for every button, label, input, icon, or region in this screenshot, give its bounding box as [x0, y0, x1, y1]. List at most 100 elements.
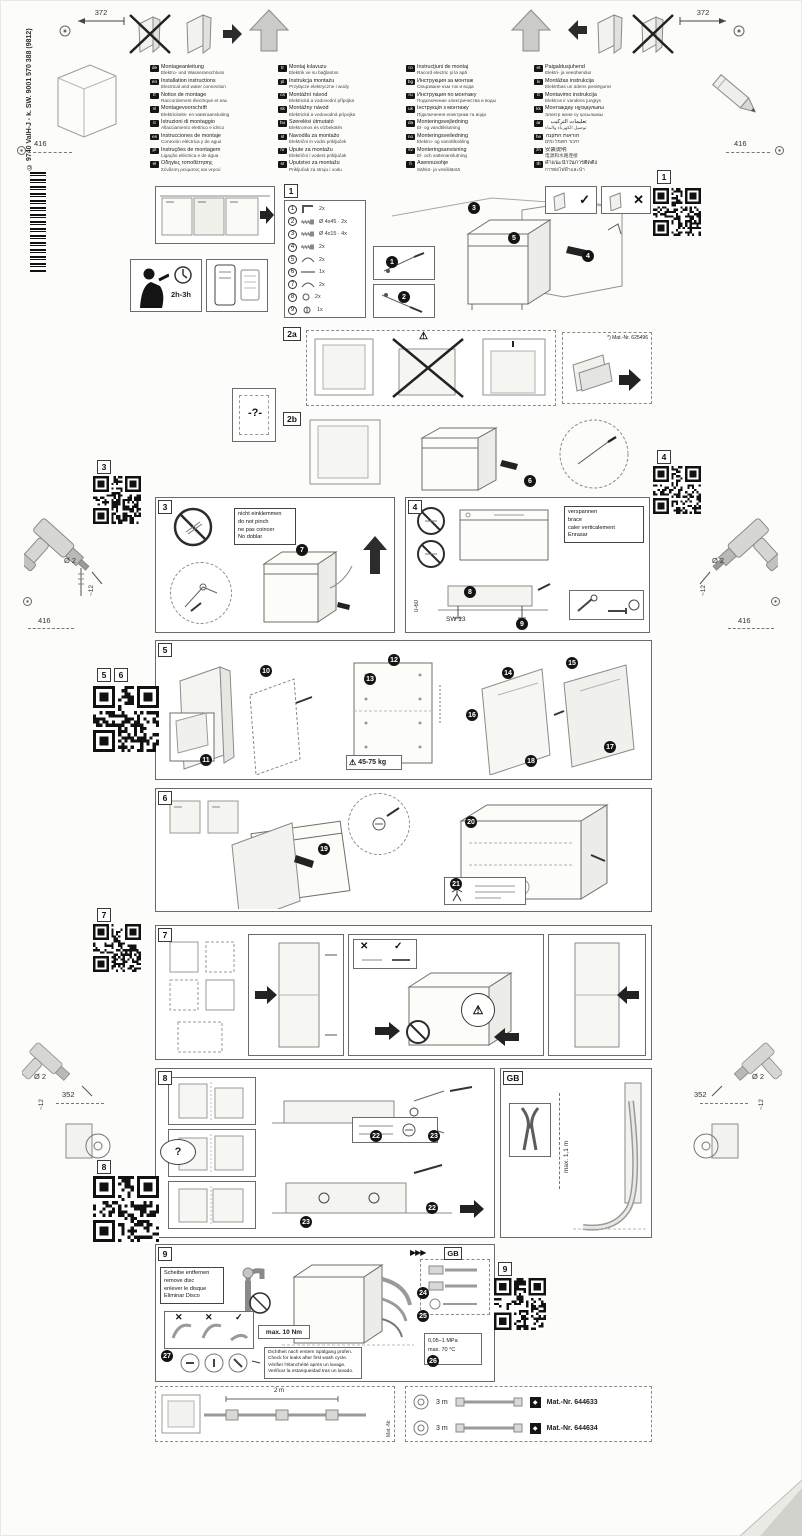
screw-depth-label: ~12	[88, 584, 95, 596]
callout-17: 17	[604, 741, 616, 753]
fittings-mini-list	[420, 1259, 490, 1315]
language-title: Monteringsvejledning	[417, 119, 468, 126]
part-spec: 1x	[319, 269, 325, 276]
step-1-margin-number: 1	[657, 170, 671, 184]
warning-icon: ⚠	[349, 758, 357, 767]
language-title: הוראות התקנה	[545, 132, 580, 139]
callout-1: 1	[386, 256, 398, 268]
language-title: تعليمات التركيب	[550, 119, 587, 126]
language-code-badge: hr	[278, 147, 287, 155]
drill-diameter-label: Ø 2	[34, 1072, 47, 1081]
dimension-416-mid-right: 416	[738, 616, 751, 625]
tools-box	[569, 590, 644, 620]
language-code-badge: nl	[150, 106, 159, 113]
dimension-372-right: 372	[678, 8, 728, 25]
language-title: Instrucciones de montaje	[161, 132, 221, 139]
dimension-line	[28, 152, 72, 153]
parts-list-row: 4 2x	[288, 241, 362, 254]
language-title: Instrucţiuni de montaj	[417, 64, 469, 70]
callout-8: 8	[464, 586, 476, 598]
arrow-left-icon	[568, 20, 587, 40]
callout-18: 18	[525, 755, 537, 767]
language-code-badge: el	[150, 161, 159, 168]
language-subtitle: Elektriciteits- en wateraansluiting	[161, 111, 230, 117]
callout-26: 26	[427, 1355, 439, 1367]
install-time-label: 2h-3h	[171, 290, 192, 299]
dimension-line	[728, 628, 774, 629]
part-number: 4	[288, 242, 297, 252]
drill-icon-right	[699, 518, 778, 585]
clip-icon	[300, 281, 316, 289]
language-subtitle: การต่อไฟฟ้าและน้ำ	[545, 166, 585, 172]
do-not-pinch-icon	[173, 507, 213, 547]
wrong-panel-figure-left	[129, 14, 242, 54]
language-title: Montavimo instrukcija	[545, 91, 597, 98]
registration-mark-icon	[23, 597, 32, 606]
cross-icon: ✕	[360, 941, 369, 952]
language-title: Montagevoorschrift	[161, 105, 207, 112]
registration-mark-icon	[17, 146, 26, 155]
language-subtitle: Elektros ir vandens jungtys	[545, 97, 602, 103]
screw-depth-icon	[78, 568, 84, 596]
callout-2: 2	[398, 291, 410, 303]
pencil-icon	[712, 74, 757, 113]
gb-panel-label: GB	[503, 1071, 523, 1085]
part-number: 9	[288, 305, 297, 315]
check-icon: ✓	[394, 941, 403, 952]
step-8-margin-number: 8	[97, 1160, 111, 1174]
dimension-line	[56, 1103, 104, 1104]
language-title: Upute za montažu	[289, 146, 333, 153]
rear-hoses-figure	[282, 1264, 414, 1346]
up-arrow-icon-left	[248, 9, 290, 52]
step-9-margin-number: 9	[498, 1262, 512, 1276]
door-strip-box-left	[248, 934, 344, 1056]
callout-12: 12	[388, 654, 400, 666]
fast-forward-icon: ▶▶▶	[410, 1248, 427, 1257]
language-title: Монтаждау нұсқаулығы	[545, 105, 604, 112]
extension-matnr-label: Mat.-Nr.	[386, 1419, 392, 1437]
language-title: Instruções de montagem	[161, 146, 221, 153]
step-8-number: 8	[158, 1071, 172, 1085]
part-number: 2	[288, 217, 297, 227]
screw-depth-label: ~12	[758, 1098, 765, 1110]
qr-code-step-7	[93, 924, 141, 972]
extension-length-label: 2 m	[274, 1388, 285, 1394]
step-3-figure	[262, 551, 353, 623]
hinge-detail-inset	[170, 562, 232, 624]
correct-panel-box: ✓	[545, 186, 597, 214]
part-spec: 2x	[319, 244, 325, 251]
registration-mark-icon	[775, 146, 784, 155]
callout-11: 11	[200, 754, 212, 766]
step-2b-number: 2b	[283, 412, 301, 426]
language-title: Asennusohje	[417, 160, 449, 167]
language-title: Instrukcja montażu	[289, 77, 335, 84]
language-code-badge: sr	[278, 161, 287, 168]
cabinet-corner-sketch	[57, 64, 117, 138]
language-title: Montāžas instrukcija	[545, 77, 594, 84]
language-code-badge: de	[150, 65, 159, 72]
language-title: Інструкція з монтажу	[417, 105, 469, 112]
language-code-badge: zh	[534, 147, 543, 155]
part-spec: Ø 4x45 · 2x	[319, 218, 347, 225]
language-subtitle: 电源和水路连接	[545, 152, 578, 158]
hose-length-label: 3 m	[436, 1398, 448, 1406]
